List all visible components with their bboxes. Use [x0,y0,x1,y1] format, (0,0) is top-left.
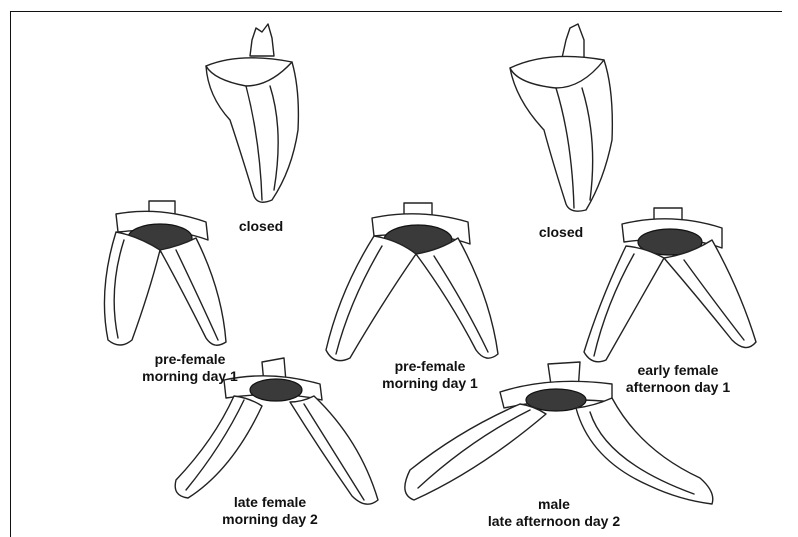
early-female-flower-drawing [584,208,756,362]
label-male-line1: male [464,496,644,513]
label-prefemale-1-line1: pre-female [120,351,260,368]
prefemale-flower-drawing-1 [104,201,226,345]
label-early-female-line2: afternoon day 1 [608,379,748,396]
label-late-female-line2: morning day 2 [200,511,340,528]
closed-flower-drawing-1 [206,24,298,202]
label-male-line2: late afternoon day 2 [464,513,644,530]
label-late-female-line1: late female [200,494,340,511]
label-prefemale-2: pre-female morning day 1 [360,358,500,392]
label-male: male late afternoon day 2 [464,496,644,530]
label-closed-1: closed [226,218,296,235]
label-closed-1-text: closed [239,218,283,234]
label-prefemale-1-line2: morning day 1 [120,368,260,385]
label-early-female: early female afternoon day 1 [608,362,748,396]
label-closed-2: closed [526,224,596,241]
label-closed-2-text: closed [539,224,583,240]
label-prefemale-1: pre-female morning day 1 [120,351,260,385]
label-early-female-line1: early female [608,362,748,379]
closed-flower-drawing-2 [510,24,612,211]
prefemale-flower-drawing-2 [326,203,498,361]
label-prefemale-2-line2: morning day 1 [360,375,500,392]
label-prefemale-2-line1: pre-female [360,358,500,375]
label-late-female: late female morning day 2 [200,494,340,528]
